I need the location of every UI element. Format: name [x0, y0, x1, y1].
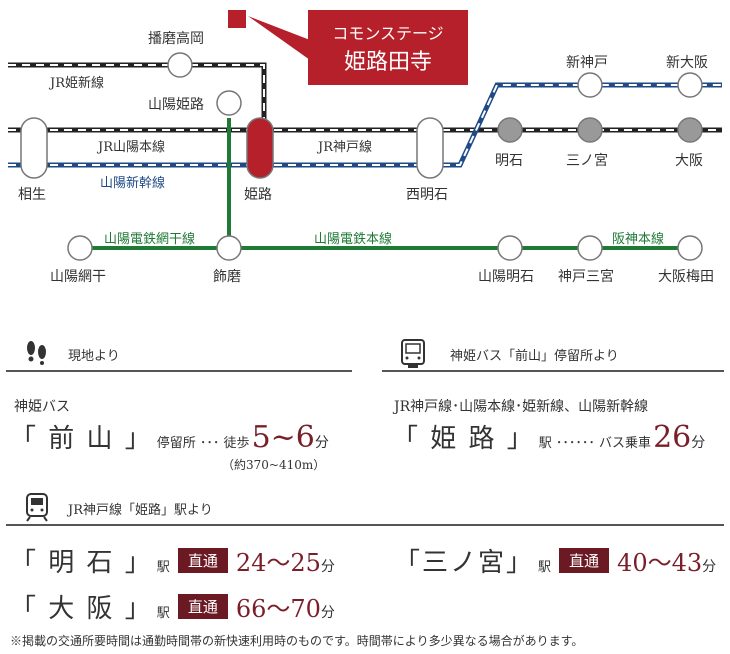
walk-header: 現地より — [68, 349, 120, 364]
line-label: JR神戸線 — [318, 140, 372, 155]
bus-label: 駅 ･･････ バス乗車 — [538, 436, 652, 451]
train-header: JR神戸線「姫路」駅より — [68, 503, 213, 518]
walk-section-header: 現地より — [6, 340, 352, 372]
station-label: 山陽明石 — [478, 269, 534, 285]
line-label: 山陽新幹線 — [100, 176, 166, 191]
bus-icon — [401, 339, 425, 368]
train-row: 「 大 阪 」 駅 直通 66～70 分 — [10, 588, 335, 625]
bus-header: 神姫バス「前山」停留所より — [450, 349, 619, 364]
station-marker — [67, 235, 93, 261]
station-name: 「 姫 路 」 — [392, 424, 535, 454]
footnote: ※掲載の交通所要時間は通勤時間帯の新快速利用時のものです。時間帯により多少異なる… — [10, 634, 584, 648]
line-label: 山陽電鉄本線 — [314, 232, 393, 247]
station-marker — [497, 117, 523, 143]
station-marker — [167, 52, 193, 78]
station-marker — [216, 90, 242, 116]
station-label: 山陽姫路 — [148, 97, 204, 113]
direct-badge: 直通 — [177, 548, 228, 573]
callout-pointer — [248, 16, 310, 60]
footprints-icon — [27, 341, 46, 365]
callout-line1: コモンステージ — [332, 24, 444, 43]
station-label: 新大阪 — [666, 55, 708, 71]
himeji-marker — [246, 117, 274, 179]
direct-badge: 直通 — [177, 594, 228, 619]
line-label: 山陽電鉄網干線 — [104, 232, 196, 247]
station-label: 明石 — [495, 153, 523, 169]
station-label: 西明石 — [406, 187, 448, 203]
station-marker — [677, 235, 703, 261]
station-suffix: 駅 — [156, 560, 170, 575]
station-suffix: 駅 — [538, 560, 552, 575]
walk-row: 「 前 山 」 停留所 ･･･ 徒歩 5~6 分 — [10, 418, 329, 455]
station-marker — [577, 235, 603, 261]
walk-label: 停留所 ･･･ 徒歩 — [156, 436, 250, 451]
station-marker — [677, 117, 703, 143]
bus-operator: 神姫バス — [14, 399, 70, 415]
unit: 分 — [314, 435, 329, 451]
train-row: 「三ノ宮」 駅 直通 40～43 分 — [394, 542, 716, 579]
train-section-header: JR神戸線「姫路」駅より — [6, 493, 724, 526]
station-label: 大阪梅田 — [658, 269, 714, 285]
bus-row: 「 姫 路 」 駅 ･･････ バス乗車 26 分 — [392, 418, 705, 455]
unit: 分 — [702, 559, 717, 575]
callout-line2: 姫路田寺 — [343, 50, 432, 75]
travel-time: 24～25 — [235, 549, 321, 577]
line-label: JR山陽本線 — [98, 140, 165, 155]
station-marker — [497, 235, 523, 261]
station-label: 姫路 — [244, 187, 272, 203]
station-label: 播磨高岡 — [148, 31, 204, 47]
train-row: 「 明 石 」 駅 直通 24～25 分 — [10, 542, 335, 579]
route-map — [8, 10, 722, 261]
direct-badge: 直通 — [559, 548, 610, 573]
callout-box — [308, 10, 468, 85]
site-marker — [228, 10, 246, 28]
station-label: 新神戸 — [566, 55, 608, 71]
station-marker — [577, 72, 603, 98]
station-marker — [216, 235, 242, 261]
station-suffix: 駅 — [156, 606, 170, 621]
station-name: 「 明 石 」 — [10, 548, 153, 578]
station-marker — [677, 72, 703, 98]
station-label: 山陽網干 — [50, 269, 106, 285]
unit: 分 — [320, 605, 335, 621]
walk-distance: （約370~410m） — [222, 458, 326, 472]
travel-time: 40～43 — [617, 549, 703, 577]
line-label: JR姫新線 — [50, 76, 104, 91]
travel-time: 66～70 — [235, 595, 321, 623]
station-label: 神戸三宮 — [558, 269, 614, 285]
station-label: 大阪 — [675, 153, 703, 169]
train-icon — [26, 493, 48, 522]
station-label: 三ノ宮 — [566, 153, 608, 169]
station-marker — [416, 117, 444, 179]
station-marker — [20, 117, 48, 179]
station-name: 「三ノ宮」 — [394, 548, 535, 578]
station-label: 飾磨 — [213, 269, 241, 285]
line-label: 阪神本線 — [612, 232, 665, 247]
station-marker — [577, 117, 603, 143]
bus-section-header: 神姫バス「前山」停留所より — [382, 339, 724, 372]
walk-time: 5~6 — [251, 420, 315, 455]
unit: 分 — [320, 559, 335, 575]
station-name: 「 大 阪 」 — [10, 594, 153, 624]
bus-lines: JR神戸線･山陽本線･姫新線、山陽新幹線 — [394, 399, 649, 415]
bus-stop-name: 「 前 山 」 — [10, 424, 153, 454]
bus-time: 26 — [653, 420, 692, 455]
unit: 分 — [691, 435, 706, 451]
station-label: 相生 — [18, 187, 46, 203]
